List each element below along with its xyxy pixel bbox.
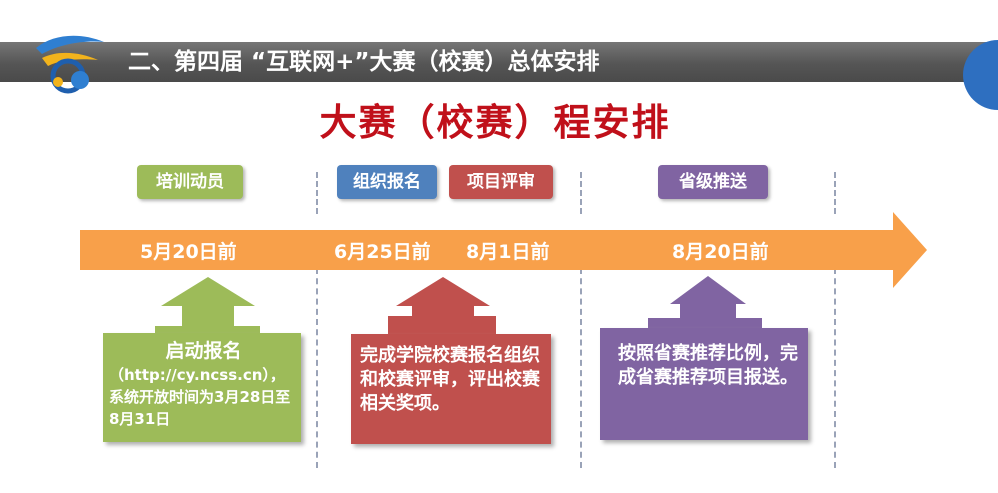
- stage-tag-provincial: 省级推送: [658, 165, 768, 199]
- up-arrow-green: [155, 277, 260, 340]
- info-box-text: 按照省赛推荐比例，完成省赛推荐项目报送。: [618, 343, 798, 388]
- info-box-provincial: 按照省赛推荐比例，完成省赛推荐项目报送。: [600, 328, 808, 440]
- stage-tag-registration: 组织报名: [337, 165, 437, 199]
- date-label: 8月20日前: [672, 241, 769, 263]
- header-title: 二、第四届 “互联网+”大赛（校赛）总体安排: [128, 49, 600, 75]
- info-box-text: 完成学院校赛报名组织和校赛评审，评出校赛相关奖项。: [360, 345, 540, 414]
- timeline-divider: [580, 268, 582, 468]
- info-box-title: 启动报名: [165, 340, 242, 362]
- timeline-arrow: [80, 212, 927, 288]
- main-title: 大赛（校赛）程安排: [319, 101, 671, 144]
- stage-tag-review: 项目评审: [449, 165, 553, 199]
- timeline-divider: [834, 172, 836, 214]
- timeline-divider: [316, 172, 318, 214]
- up-arrow-red: [388, 277, 496, 340]
- date-label: 5月20日前: [140, 241, 237, 263]
- info-box-review: 完成学院校赛报名组织和校赛评审，评出校赛相关奖项。: [351, 334, 551, 444]
- info-box-text: （http://cy.ncss.cn），系统开放时间为3月28日至8月31日: [109, 366, 291, 428]
- timeline-divider: [316, 268, 318, 468]
- info-box-registration: 启动报名 （http://cy.ncss.cn），系统开放时间为3月28日至8月…: [103, 333, 301, 442]
- logo-icon: [36, 35, 104, 94]
- stage-tag-training: 培训动员: [137, 165, 243, 199]
- timeline-divider: [580, 172, 582, 214]
- timeline-divider: [834, 268, 836, 468]
- date-label: 6月25日前: [334, 241, 431, 263]
- up-arrow-purple: [648, 276, 762, 336]
- header-bar: [0, 42, 998, 82]
- date-label: 8月1日前: [466, 241, 550, 263]
